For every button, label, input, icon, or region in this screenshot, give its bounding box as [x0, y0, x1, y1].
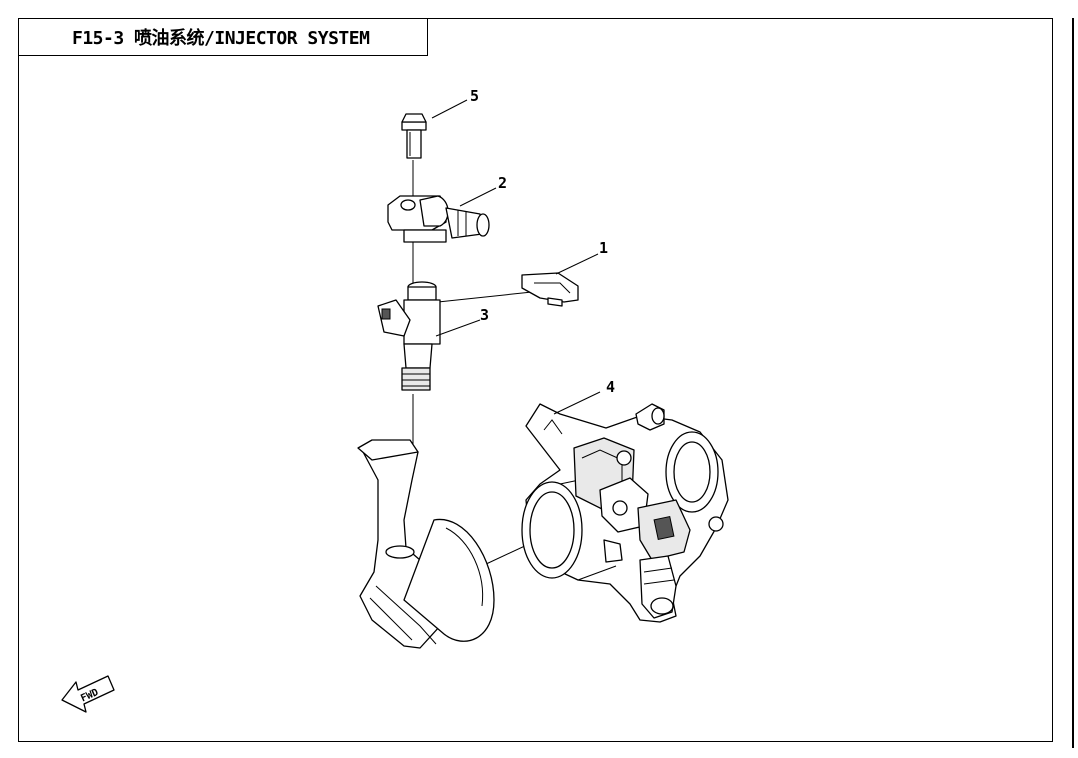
title-block: F15-3 喷油系统/INJECTOR SYSTEM: [18, 18, 428, 56]
part-1-clip: [521, 272, 579, 307]
callout-numbers: 5 2 1 3 4: [470, 87, 615, 396]
page-title: F15-3 喷油系统/INJECTOR SYSTEM: [72, 27, 370, 49]
part-2-fuel-rail: [387, 195, 490, 243]
callout-5: 5: [470, 87, 479, 105]
part-3-injector: [377, 281, 441, 391]
callout-1: 1: [599, 239, 608, 257]
callout-2: 2: [498, 174, 507, 192]
leader-lines: [431, 99, 601, 415]
intake-manifold: [357, 439, 495, 649]
part-4-throttle-body: [521, 403, 729, 623]
part-5-bolt: [401, 113, 427, 159]
drawing-frame: [18, 18, 1053, 742]
fwd-arrow-icon: FWD: [61, 675, 115, 713]
page-edge-line: [1072, 18, 1074, 748]
callout-3: 3: [480, 306, 489, 324]
callout-4: 4: [606, 378, 615, 396]
